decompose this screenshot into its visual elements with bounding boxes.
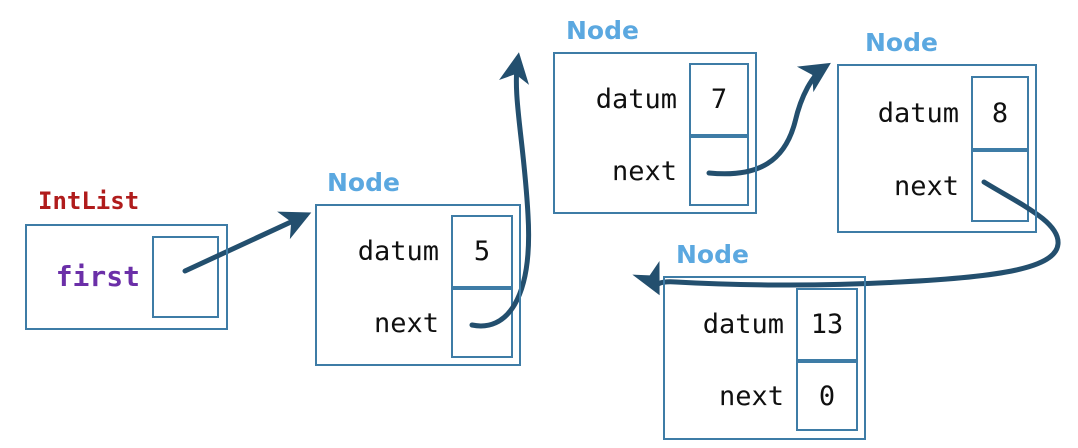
node13-datum-value[interactable]: 13	[796, 288, 858, 361]
intlist-object-box	[25, 224, 228, 330]
node13-class-label: Node	[676, 240, 749, 269]
node5-datum-field-label: datum	[357, 236, 439, 267]
node5-object-box	[315, 204, 521, 366]
node7-object-box	[553, 52, 757, 214]
intlist-class-label: IntList	[38, 187, 140, 215]
node13-object-box	[663, 276, 866, 440]
node13-next-field-label: next	[718, 380, 784, 412]
node8-object-box	[837, 64, 1037, 233]
node13-next-null-value[interactable]: 0	[796, 361, 858, 431]
node5-next-field-label: next	[373, 307, 439, 339]
node13-datum-field-label: datum	[702, 309, 784, 340]
node8-datum-value[interactable]: 8	[971, 76, 1029, 150]
node5-class-label: Node	[327, 168, 400, 197]
node8-class-label: Node	[865, 28, 938, 57]
intlist-first-field-label: first	[55, 260, 140, 293]
node13-datum-field: datum 13	[675, 288, 858, 361]
node8-datum-field-label: datum	[877, 97, 959, 129]
node7-class-label: Node	[566, 16, 639, 45]
node7-datum-field-label: datum	[595, 84, 677, 115]
node8-datum-field: datum 8	[849, 76, 1029, 150]
node13-next-field: next 0	[675, 361, 858, 431]
